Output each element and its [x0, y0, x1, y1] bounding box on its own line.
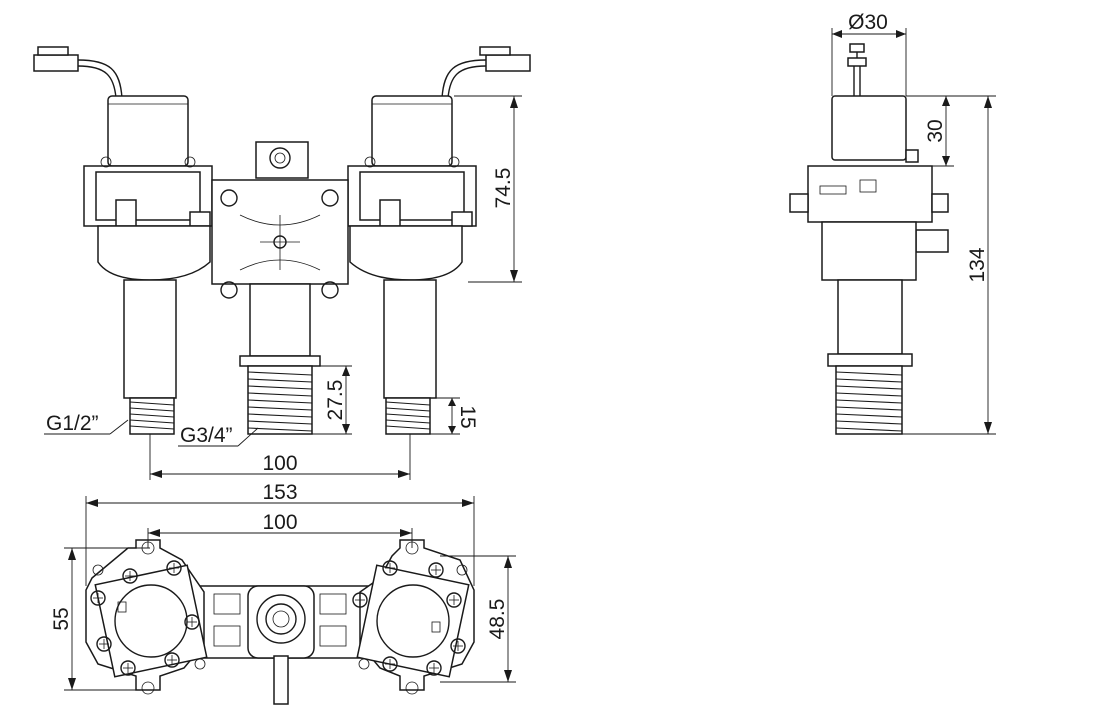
callout-g3-4-label: G3/4”	[180, 424, 233, 447]
left-pipe	[123, 279, 177, 435]
side-lower-body	[821, 221, 917, 281]
dim-27-5: 27.5	[312, 365, 352, 435]
right-connector	[441, 46, 531, 99]
dim-30-label: 30	[924, 119, 947, 142]
callout-g1-2-label: G1/2”	[46, 412, 99, 435]
dim-15-label: 15	[456, 405, 479, 428]
dim-100-front-label: 100	[262, 452, 297, 475]
dim-134-label: 134	[966, 247, 989, 282]
callout-g3-4: G3/4”	[178, 424, 259, 447]
top-left-valve	[85, 539, 208, 695]
dim-74-5-label: 74.5	[492, 168, 515, 209]
right-pipe	[383, 279, 437, 435]
callout-g1-2: G1/2”	[44, 412, 129, 435]
dim-30: 30	[906, 95, 954, 167]
dim-134: 134	[902, 95, 996, 435]
dim-100-front: 100	[149, 434, 411, 480]
left-solenoid	[83, 95, 213, 281]
top-right-valve	[352, 539, 475, 695]
center-pipe	[239, 283, 321, 435]
dim-48-5-label: 48.5	[486, 599, 509, 640]
front-view: 74.5 27.5 15 G1/2” G	[33, 46, 531, 480]
dim-48-5: 48.5	[440, 555, 516, 683]
right-solenoid	[347, 95, 477, 281]
top-view: 153 100 55 48.5	[50, 481, 516, 705]
dim-74-5: 74.5	[454, 95, 522, 283]
dim-15: 15	[430, 397, 479, 435]
dim-100-top: 100	[147, 511, 413, 548]
side-coil	[831, 95, 907, 161]
dim-153-label: 153	[262, 481, 297, 504]
dim-diameter-30-label: Ø30	[848, 11, 888, 34]
dim-55-label: 55	[50, 607, 73, 630]
dim-100-top-label: 100	[262, 511, 297, 534]
side-view: Ø30 30 134	[789, 11, 996, 435]
left-connector	[33, 46, 123, 99]
dim-55: 55	[50, 547, 150, 691]
dim-153: 153	[85, 481, 475, 586]
dim-diameter-30: Ø30	[831, 11, 907, 96]
dim-27-5-label: 27.5	[324, 380, 347, 421]
central-manifold	[211, 141, 349, 299]
side-connector	[847, 43, 867, 96]
